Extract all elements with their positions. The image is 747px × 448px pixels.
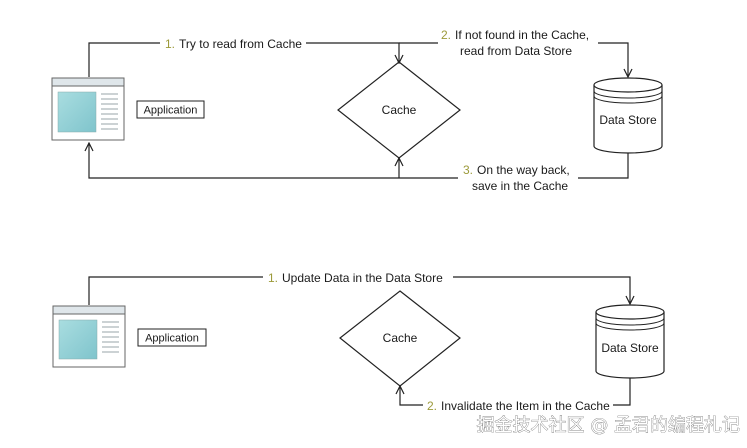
bottom-data-store-label: Data Store (601, 341, 659, 355)
bottom-step2-label: 2.Invalidate the Item in the Cache (427, 399, 610, 413)
top-application-label-box (136, 100, 205, 119)
top-application-icon (51, 77, 125, 141)
top-step3-connector (89, 143, 629, 179)
top-step3-label-line2: save in the Cache (472, 179, 568, 193)
top-application-label: Application (144, 105, 198, 117)
top-step3-label-line1: 3.On the way back, (463, 163, 570, 177)
bottom-application-label-box (137, 328, 207, 347)
top-diagram: Application Cache Data Store 1.Try to re… (51, 26, 663, 194)
watermark: 掘金技术社区 @ 孟君的编程札记 (476, 415, 740, 437)
bottom-application-label: Application (145, 333, 199, 345)
bottom-data-store-cylinder (595, 304, 665, 379)
top-cache-label: Cache (382, 103, 417, 117)
top-step1-label: 1.Try to read from Cache (165, 37, 302, 51)
watermark-text: 掘金技术社区 @ 孟君的编程札记 (477, 415, 740, 436)
top-step2-label-line2: read from Data Store (460, 44, 572, 58)
bottom-step1-label: 1.Update Data in the Data Store (268, 271, 443, 285)
top-step2-label-line1: 2.If not found in the Cache, (441, 28, 589, 42)
bottom-application-icon (52, 305, 126, 368)
top-data-store-label: Data Store (599, 113, 657, 127)
bottom-cache-label: Cache (383, 331, 418, 345)
bottom-diagram: Application Cache Data Store 1.Update Da… (52, 269, 665, 413)
top-data-store-cylinder (593, 77, 663, 154)
